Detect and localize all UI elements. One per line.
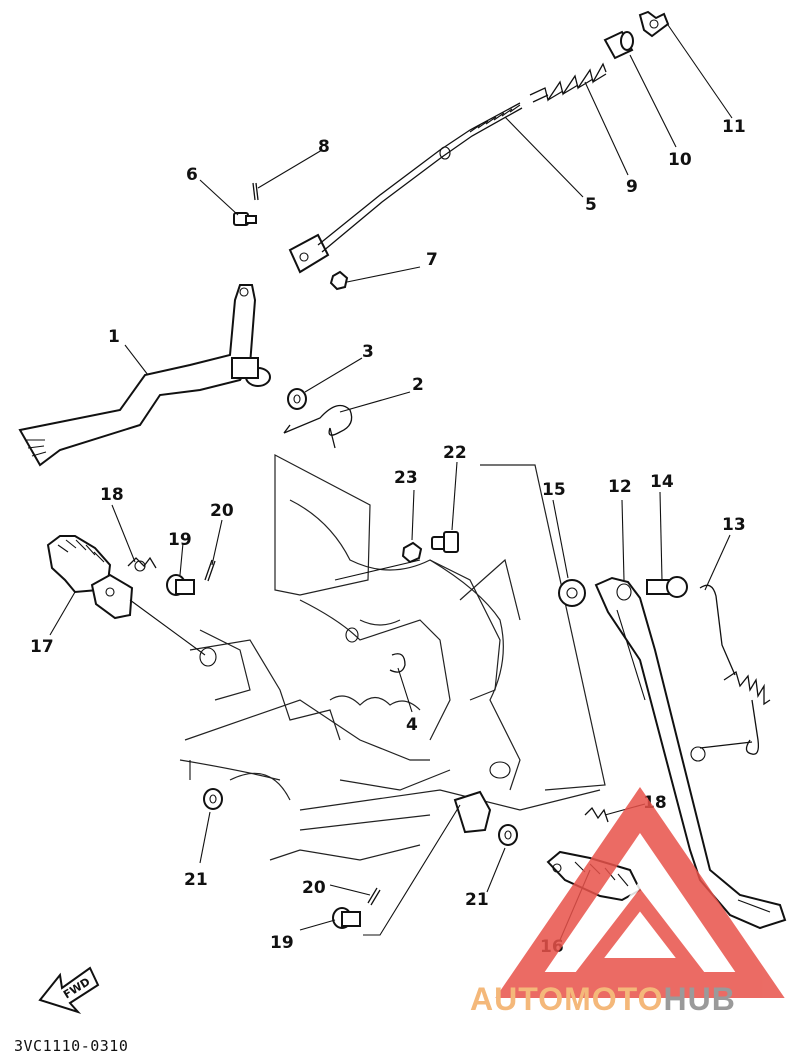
callout-23: 23 (394, 468, 418, 488)
spring-18b (584, 806, 609, 823)
callout-7: 7 (426, 250, 438, 270)
callout-21-right: 21 (465, 890, 489, 910)
footrest-left (46, 535, 134, 620)
return-spring-2 (283, 404, 353, 449)
collar-15 (558, 579, 586, 607)
brake-rod-assembly (288, 102, 523, 274)
washer-21b (498, 824, 518, 846)
callout-20-left: 20 (210, 501, 234, 521)
washer-21a (203, 788, 223, 810)
rod-spring (529, 62, 607, 103)
nut-23 (401, 541, 423, 564)
callout-19-right: 19 (270, 933, 294, 953)
callout-8: 8 (318, 137, 330, 157)
brake-pedal (18, 284, 271, 467)
callout-4: 4 (406, 715, 418, 735)
watermark-text: AUTOMOTOHUB (470, 981, 736, 1017)
callout-5: 5 (585, 195, 597, 215)
cotter-20a (204, 559, 216, 582)
frame-bracket (453, 790, 492, 834)
watermark-logo (495, 787, 785, 998)
cotter-20b (367, 887, 381, 906)
fwd-arrow: FWD (38, 966, 100, 1015)
pin-19b (332, 907, 361, 929)
circlip-4 (389, 653, 406, 673)
bolt-22 (431, 531, 459, 553)
callout-13: 13 (722, 515, 746, 535)
pin-6 (233, 212, 257, 226)
callout-10: 10 (668, 150, 692, 170)
callout-11: 11 (722, 117, 746, 137)
nut-7 (329, 270, 349, 291)
callout-3: 3 (362, 342, 374, 362)
callout-9: 9 (626, 177, 638, 197)
callout-21-left: 21 (184, 870, 208, 890)
sidestand-spring-13 (690, 584, 771, 762)
frame-outline (179, 454, 606, 861)
pin-19a (166, 574, 195, 596)
bolt-14 (646, 576, 688, 598)
callout-19-left: 19 (168, 530, 192, 550)
callout-1: 1 (108, 327, 120, 347)
callout-20-right: 20 (302, 878, 326, 898)
callout-2: 2 (412, 375, 424, 395)
rod-collar (603, 30, 634, 60)
watermark-auto: AUTO (470, 981, 564, 1017)
spring-18a (127, 556, 157, 572)
watermark-hub: HUB (663, 981, 735, 1017)
wing-nut (638, 10, 670, 38)
washer-3 (287, 388, 307, 410)
cotter-pin-8 (252, 182, 259, 201)
callout-22: 22 (443, 443, 467, 463)
callout-15: 15 (542, 480, 566, 500)
callout-18-left: 18 (100, 485, 124, 505)
callout-6: 6 (186, 165, 198, 185)
callout-17: 17 (30, 637, 54, 657)
sidestand (594, 576, 787, 930)
svg-text:AUTOMOTOHUB: AUTOMOTOHUB (470, 981, 736, 1017)
callout-14: 14 (650, 472, 674, 492)
watermark-triangle (495, 787, 785, 998)
callout-12: 12 (608, 477, 632, 497)
watermark-moto: MOTO (564, 981, 663, 1017)
catalog-number: 3VC1110-0310 (14, 1037, 129, 1055)
